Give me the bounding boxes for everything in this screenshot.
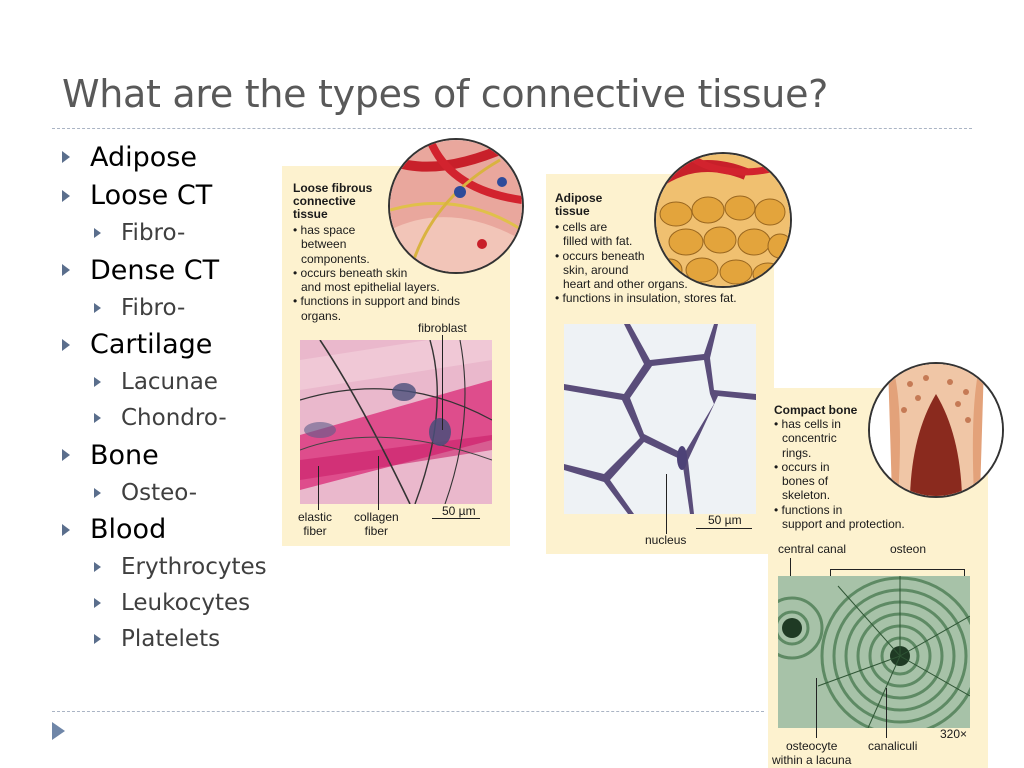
adipose-description: • cells are filled with fat. • occurs be… (555, 220, 737, 306)
adipose-micrograph-image (564, 324, 756, 514)
sub-bullet-item: Chondro- (62, 400, 282, 436)
loose-tissue-inset-image (390, 140, 522, 272)
bullet-arrow-icon (62, 449, 70, 462)
osteon-label: osteon (890, 542, 927, 556)
slide-title: What are the types of connective tissue? (62, 72, 829, 116)
bullet-arrow-icon (94, 302, 101, 313)
loose-tissue-inset (388, 138, 524, 274)
bullet-arrow-icon (94, 487, 101, 498)
bullet-arrow-icon (94, 413, 101, 423)
nucleus-label: nucleus (645, 533, 687, 547)
bullet-item: Adipose (62, 138, 282, 177)
loose-micrograph-image (300, 340, 492, 504)
bullet-arrow-icon (62, 338, 70, 351)
collagen-fiber-label: collagen fiber (354, 510, 399, 538)
bullet-arrow-icon (94, 562, 101, 572)
bullet-arrow-icon (94, 228, 101, 238)
osteocyte-label: osteocyte within a lacuna (772, 739, 852, 767)
adipose-tissue-inset (654, 152, 792, 288)
bone-inset (868, 362, 1004, 498)
bullet-item: Loose CT (62, 177, 282, 216)
fibroblast-label: fibroblast (418, 321, 467, 335)
compact-bone-figure: Compact bone • has cells in concentric r… (768, 388, 988, 768)
bone-inset-image (870, 364, 1002, 496)
loose-scale-bar (432, 518, 480, 519)
adipose-scale-label: 50 µm (708, 513, 742, 527)
bone-micrograph (778, 576, 970, 728)
loose-micrograph (300, 340, 492, 504)
loose-scale-label: 50 µm (442, 504, 476, 518)
sub-bullet-item: Leukocytes (62, 585, 282, 621)
adipose-tissue-inset-image (656, 154, 790, 286)
bullet-item: Cartilage (62, 326, 282, 365)
bullet-item: Dense CT (62, 251, 282, 290)
magnification-label: 320× (940, 727, 968, 741)
bullet-arrow-icon (94, 634, 101, 644)
bullet-arrow-icon (62, 151, 70, 164)
bullet-item: Blood (62, 511, 282, 550)
footer-divider (52, 711, 764, 712)
bullet-arrow-icon (62, 264, 70, 277)
bullet-arrow-icon (94, 598, 101, 608)
bullet-arrow-icon (62, 189, 70, 202)
bullet-list: Adipose Loose CT Fibro- Dense CT Fibro- … (62, 138, 282, 657)
sub-bullet-item: Lacunae (62, 364, 282, 400)
bullet-arrow-icon (94, 377, 101, 387)
bullet-arrow-icon (62, 523, 70, 536)
sub-bullet-item: Platelets (62, 621, 282, 657)
sub-bullet-item: Erythrocytes (62, 549, 282, 585)
central-canal-label: central canal (778, 542, 847, 556)
loose-description: • has space between components. • occurs… (293, 223, 460, 323)
adipose-scale-bar (696, 528, 752, 529)
sub-bullet-item: Fibro- (62, 215, 282, 251)
sub-bullet-item: Fibro- (62, 290, 282, 326)
adipose-micrograph (564, 324, 756, 514)
next-slide-arrow-icon[interactable] (52, 722, 65, 740)
elastic-fiber-label: elastic fiber (298, 510, 333, 538)
sub-bullet-item: Osteo- (62, 475, 282, 511)
canaliculi-label: canaliculi (868, 739, 918, 753)
bullet-item: Bone (62, 436, 282, 475)
bone-micrograph-image (778, 576, 970, 728)
title-divider (52, 128, 972, 129)
bone-description: • has cells in concentric rings. • occur… (774, 417, 905, 532)
